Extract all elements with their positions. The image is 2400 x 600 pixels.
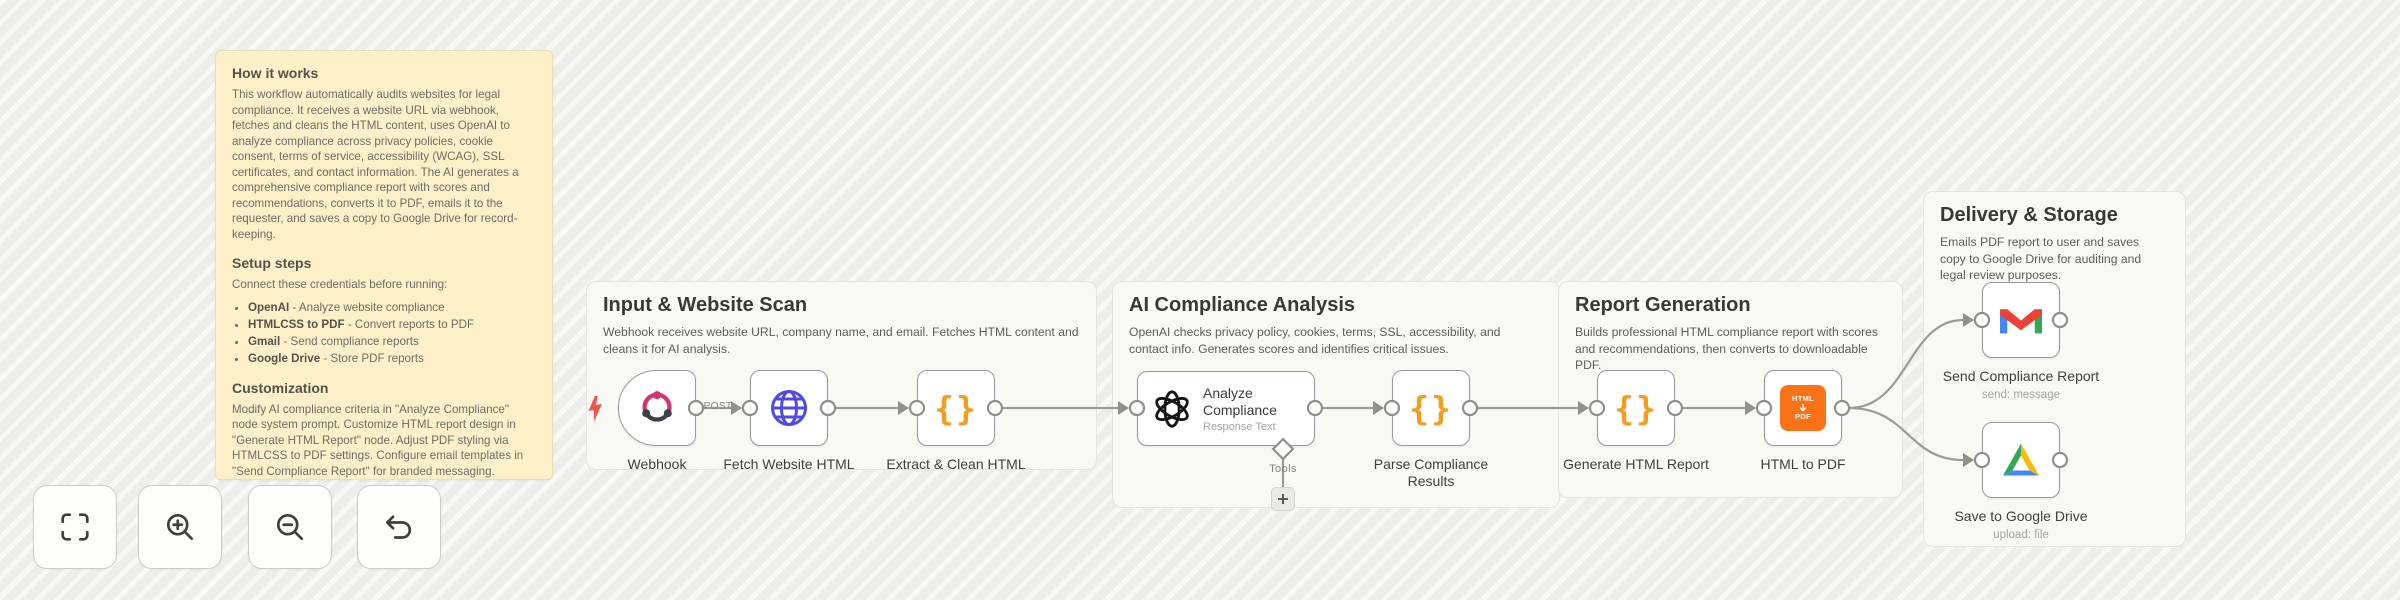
node-label-extract: Extract & Clean HTML <box>886 456 1026 472</box>
fit-view-icon <box>61 513 89 541</box>
node-extract-clean-html[interactable]: {} <box>917 370 995 446</box>
node-label-html-to-pdf: HTML to PDF <box>1760 456 1846 472</box>
section-title: Report Generation <box>1575 294 1751 316</box>
down-arrow-icon <box>1799 404 1807 412</box>
node-inline-subtitle: Response Text <box>1203 420 1276 433</box>
sticky-paragraph-credentials: Connect these credentials before running… <box>232 278 448 291</box>
node-sublabel-drive: upload: file <box>1993 529 2049 541</box>
credential-list: OpenAI - Analyze website compliance HTML… <box>232 299 536 367</box>
zoom-out-icon <box>276 513 304 541</box>
trigger-bolt-icon <box>588 396 602 421</box>
list-item: Google Drive - Store PDF reports <box>248 350 536 367</box>
globe-icon <box>771 390 807 426</box>
section-title: AI Compliance Analysis <box>1129 294 1355 316</box>
section-title: Input & Website Scan <box>603 294 808 316</box>
fit-view-button[interactable] <box>33 485 117 569</box>
list-item: OpenAI - Analyze website compliance <box>248 299 536 316</box>
node-parse-compliance-results[interactable]: {} <box>1392 370 1470 446</box>
node-save-to-google-drive[interactable] <box>1982 422 2060 498</box>
node-label-fetch: Fetch Website HTML <box>723 456 855 472</box>
node-label-generate: Generate HTML Report <box>1563 456 1709 472</box>
node-html-to-pdf[interactable]: HTML PDF <box>1764 370 1842 446</box>
google-drive-icon <box>2003 443 2039 475</box>
node-label-drive: Save to Google Drive <box>1954 508 2088 524</box>
tools-port-label: Tools <box>1269 463 1297 475</box>
code-braces-icon: {} <box>1614 388 1658 428</box>
undo-button[interactable] <box>357 485 441 569</box>
section-description: Webhook receives website URL, company na… <box>603 325 1079 356</box>
sticky-paragraph-customization: Modify AI compliance criteria in "Analyz… <box>232 402 524 478</box>
connection-label-post: POST <box>703 401 733 412</box>
sticky-heading-customization: Customization <box>232 379 329 396</box>
section-card-report-generation[interactable]: Report Generation Builds professional HT… <box>1558 281 1903 498</box>
zoom-in-icon <box>166 513 194 541</box>
node-sublabel-gmail: send: message <box>1982 389 2060 401</box>
node-send-compliance-report[interactable] <box>1982 282 2060 358</box>
node-generate-html-report[interactable]: {} <box>1597 370 1675 446</box>
code-braces-icon: {} <box>1409 388 1453 428</box>
zoom-out-button[interactable] <box>248 485 332 569</box>
node-fetch-website-html[interactable] <box>750 370 828 446</box>
zoom-in-button[interactable] <box>138 485 222 569</box>
webhook-icon <box>642 391 672 422</box>
sticky-note-how-it-works[interactable]: How it works This workflow automatically… <box>215 50 553 480</box>
node-label-gmail: Send Compliance Report <box>1942 368 2100 384</box>
node-analyze-compliance[interactable]: Analyze Compliance Response Text <box>1137 371 1315 446</box>
openai-icon <box>1155 389 1189 428</box>
code-braces-icon: {} <box>934 388 978 428</box>
list-item: Gmail - Send compliance reports <box>248 333 536 350</box>
undo-icon <box>385 515 412 539</box>
html-to-pdf-icon: HTML PDF <box>1780 385 1826 431</box>
node-inline-title: Analyze Compliance <box>1203 384 1277 418</box>
section-title: Delivery & Storage <box>1940 204 2118 226</box>
sticky-paragraph-overview: This workflow automatically audits websi… <box>232 88 519 241</box>
node-webhook[interactable] <box>618 370 696 446</box>
section-description: OpenAI checks privacy policy, cookies, t… <box>1129 325 1501 356</box>
add-tool-button[interactable] <box>1271 487 1295 511</box>
sticky-heading-setup-steps: Setup steps <box>232 255 312 271</box>
gmail-icon <box>2000 308 2042 333</box>
sticky-heading-how-it-works: How it works <box>232 65 319 81</box>
list-item: HTMLCSS to PDF - Convert reports to PDF <box>248 316 536 333</box>
section-description: Builds professional HTML compliance repo… <box>1575 325 1879 372</box>
node-label-webhook: Webhook <box>627 456 687 472</box>
plus-icon <box>1278 494 1288 504</box>
node-label-parse: Parse Compliance Results <box>1373 456 1489 489</box>
section-description: Emails PDF report to user and saves copy… <box>1940 235 2142 282</box>
